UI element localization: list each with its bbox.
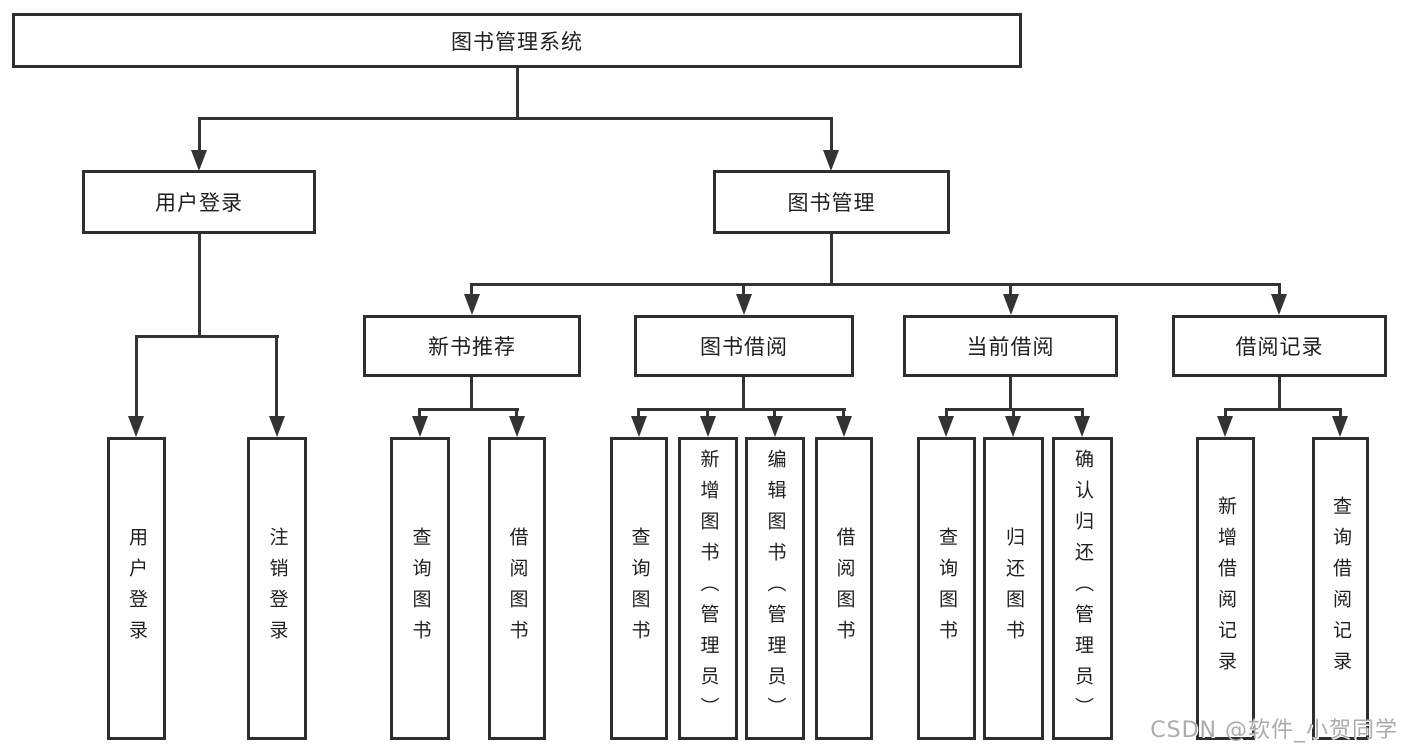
leaf-add-borrow-record: 新增借阅记录 (1196, 437, 1255, 740)
node-book-management: 图书管理 (713, 170, 950, 234)
arrowhead-down (700, 416, 716, 437)
connector-arrow-shaft (830, 117, 833, 153)
leaf-user-login: 用户登录 (107, 437, 166, 740)
arrowhead-down (269, 416, 285, 437)
arrowhead-down (1332, 416, 1348, 437)
connector-arrow-shaft (418, 408, 421, 418)
leaf-confirm-return-admin: 确认归还（管理员） (1052, 437, 1113, 740)
leaf-query-books: 查询图书 (390, 437, 450, 740)
connector-arrow-shaft (637, 408, 640, 418)
leaf-logout: 注销登录 (247, 437, 307, 740)
arrowhead-down (509, 416, 525, 437)
arrowhead-down (191, 150, 207, 171)
connector-arrow-shaft (842, 408, 845, 418)
connector-book-management-stem (830, 234, 833, 285)
connector-arrow-shaft (470, 283, 473, 297)
arrowhead-down (1005, 416, 1021, 437)
node-borrowing-records: 借阅记录 (1172, 315, 1387, 377)
connector-arrow-shaft (515, 408, 518, 418)
connector-current-borrowing-stem (1009, 377, 1012, 411)
leaf-edit-book-admin: 编辑图书（管理员） (745, 437, 805, 740)
leaf-query-books: 查询图书 (610, 437, 668, 740)
node-user-login: 用户登录 (82, 170, 316, 234)
connector-book-borrowing-branch-line (637, 408, 846, 411)
leaf-return-books: 归还图书 (983, 437, 1044, 740)
connector-user-login-stem (198, 234, 201, 338)
node-book-borrowing: 图书借阅 (634, 315, 854, 377)
csdn-watermark: CSDN @软件_小贺同学 (1150, 718, 1398, 743)
leaf-borrow-books: 借阅图书 (488, 437, 546, 740)
leaf-query-borrow-record: 查询借阅记录 (1312, 437, 1369, 740)
leaf-borrow-books: 借阅图书 (815, 437, 873, 740)
connector-arrow-shaft (1224, 408, 1227, 418)
connector-new-book-branch-line (418, 408, 519, 411)
arrowhead-down (1074, 416, 1090, 437)
arrowhead-down (736, 294, 752, 315)
connector-arrow-shaft (1012, 408, 1015, 418)
connector-arrow-shaft (945, 408, 948, 418)
connector-arrow-shaft (742, 283, 745, 297)
connector-book-borrowing-stem (742, 377, 745, 411)
connector-arrow-shaft (773, 408, 776, 418)
connector-arrow-shaft (1009, 283, 1012, 297)
arrowhead-down (938, 416, 954, 437)
connector-borrowing-records-stem (1278, 377, 1281, 411)
connector-book-management-branch-line (471, 283, 1281, 286)
connector-new-book-stem (470, 377, 473, 411)
arrowhead-down (836, 416, 852, 437)
connector-arrow-shaft (1278, 283, 1281, 297)
connector-arrow-shaft (198, 117, 201, 153)
connector-root-stem (516, 68, 519, 119)
arrowhead-down (1003, 294, 1019, 315)
arrowhead-down (412, 416, 428, 437)
leaf-add-book-admin: 新增图书（管理员） (678, 437, 738, 740)
connector-root-branch-line (198, 117, 833, 120)
node-library-system: 图书管理系统 (12, 13, 1022, 68)
connector-arrow-shaft (1081, 408, 1084, 418)
connector-arrow-shaft (275, 335, 278, 419)
arrowhead-down (1217, 416, 1233, 437)
arrowhead-down (631, 416, 647, 437)
arrowhead-down (464, 294, 480, 315)
connector-arrow-shaft (135, 335, 138, 419)
connector-borrowing-records-branch-line (1224, 408, 1342, 411)
arrowhead-down (128, 416, 144, 437)
arrowhead-down (1271, 294, 1287, 315)
connector-user-login-branch-line (135, 335, 279, 338)
arrowhead-down (767, 416, 783, 437)
connector-arrow-shaft (706, 408, 709, 418)
leaf-query-books: 查询图书 (917, 437, 976, 740)
node-current-borrowing: 当前借阅 (903, 315, 1118, 377)
node-new-book-recommendation: 新书推荐 (363, 315, 581, 377)
connector-arrow-shaft (1339, 408, 1342, 418)
arrowhead-down (823, 150, 839, 171)
